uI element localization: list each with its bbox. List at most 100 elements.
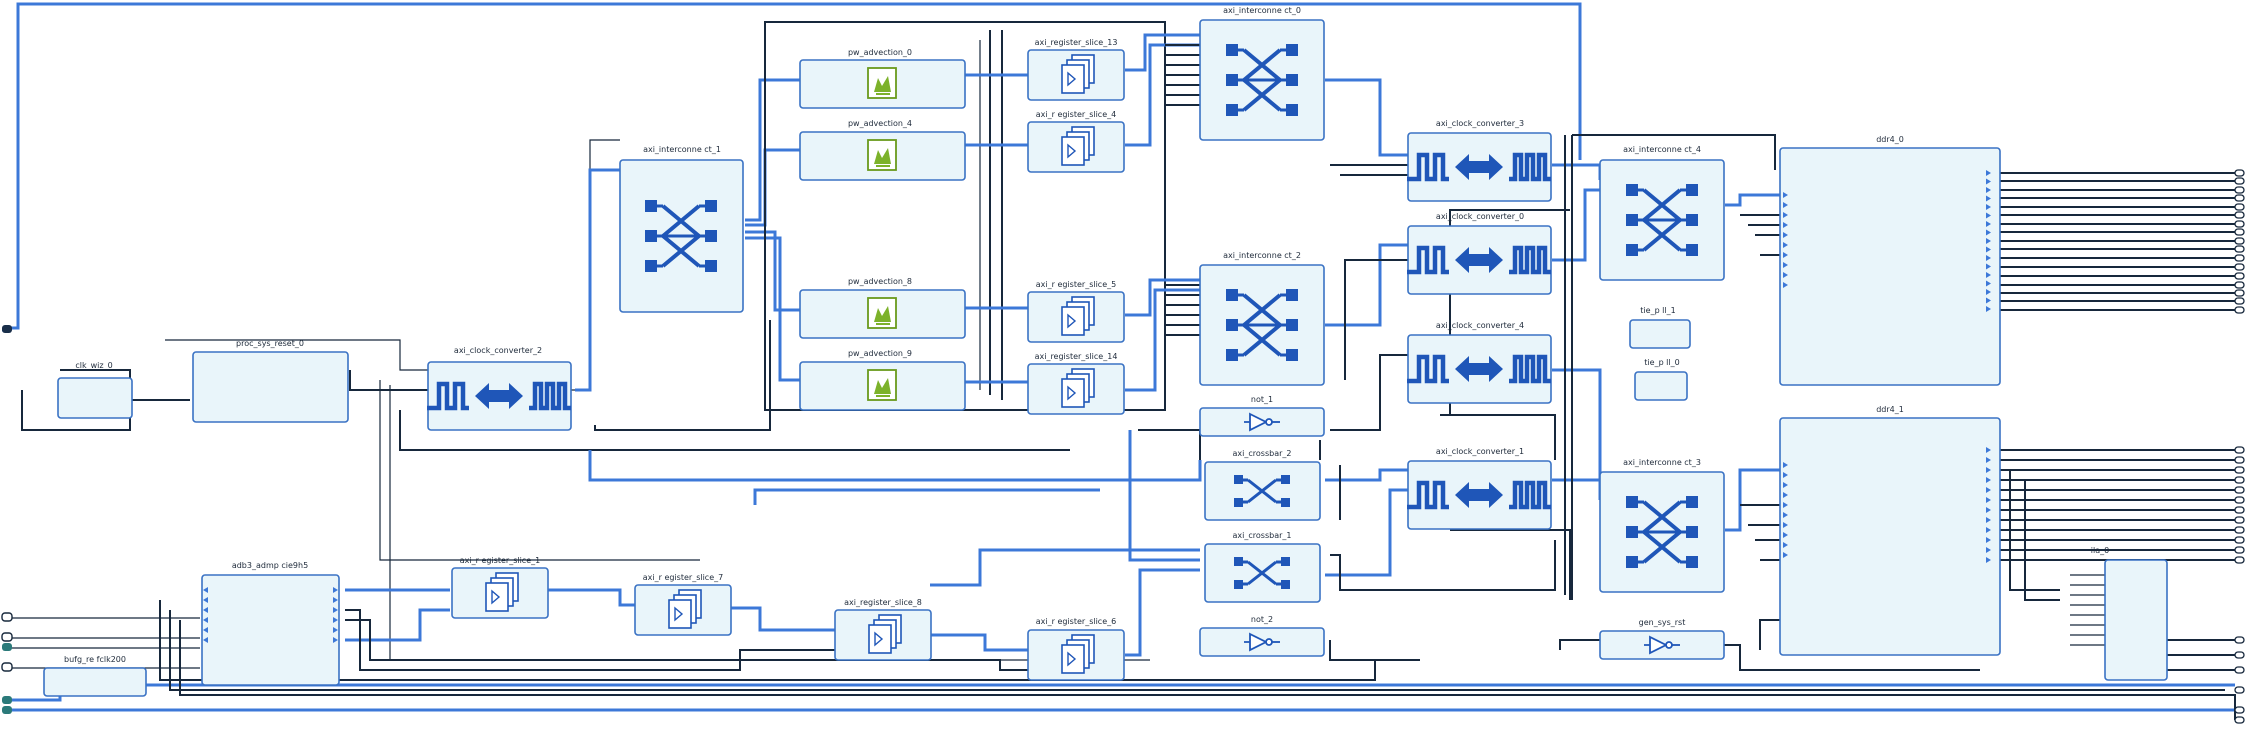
block-label: ila_0 — [2091, 546, 2109, 555]
block-label: axi_clock_converter_0 — [1436, 212, 1524, 221]
pin-marker — [203, 617, 208, 623]
block-axi-crossbar-2[interactable]: axi_crossbar_2 — [1204, 449, 1321, 521]
block-label: axi_register_slice_14 — [1035, 352, 1118, 361]
pin-marker — [1986, 255, 1991, 261]
block-not-1[interactable]: not_1 — [1199, 395, 1325, 437]
port-connector — [2234, 536, 2245, 544]
block-label: pw_advection_8 — [848, 277, 912, 286]
pin-marker — [1783, 272, 1788, 278]
register-slice-icon — [1061, 296, 1095, 336]
block-pw-advection-9[interactable]: pw_advection_9 — [799, 349, 966, 411]
block-pw-advection-0[interactable]: pw_advection_0 — [799, 48, 966, 109]
hls-logo-icon — [867, 369, 897, 401]
block-label: axi_crossbar_1 — [1233, 531, 1292, 540]
port-connector — [2234, 476, 2245, 484]
block-ila-0[interactable]: ila_0 — [2091, 546, 2168, 681]
register-slice-icon — [1061, 368, 1095, 408]
pin-marker — [1783, 522, 1788, 528]
block-tie-pll-1[interactable]: tie_p ll_1 — [1629, 306, 1691, 349]
block-label: proc_sys_reset_0 — [236, 339, 304, 348]
pin-marker — [1986, 229, 1991, 236]
port-connector — [2234, 556, 2245, 564]
block-label: axi_interconne ct_3 — [1623, 458, 1701, 467]
block-not-2[interactable]: not_2 — [1199, 615, 1325, 657]
block-axi-interconnect-2[interactable]: axi_interconne ct_2 — [1199, 251, 1325, 386]
block-axi-clock-converter-1[interactable]: axi_clock_converter_1 — [1407, 447, 1551, 530]
block-axi-clock-converter-3[interactable]: axi_clock_converter_3 — [1407, 119, 1551, 202]
block-axi-register-slice-8[interactable]: axi_register_slice_8 — [834, 598, 932, 661]
block-gen-sys-rst[interactable]: gen_sys_rst — [1599, 618, 1725, 660]
block-label: axi_register_slice_8 — [844, 598, 922, 607]
block-axi-register-slice-4[interactable]: axi_r egister_slice_4 — [1027, 110, 1125, 173]
pin-marker — [1986, 204, 1991, 210]
block-axi-register-slice-5[interactable]: axi_r egister_slice_5 — [1027, 280, 1125, 343]
block-axi-register-slice-14[interactable]: axi_register_slice_14 — [1027, 352, 1125, 415]
pin-marker — [1986, 447, 1991, 453]
port-connector — [2234, 237, 2245, 245]
block-axi-register-slice-13[interactable]: axi_register_slice_13 — [1027, 38, 1125, 101]
block-tie-pll-0[interactable]: tie_p ll_0 — [1634, 358, 1688, 401]
block-label: tie_p ll_0 — [1644, 358, 1679, 367]
hls-logo-icon — [867, 67, 897, 99]
pin-marker — [1986, 497, 1991, 503]
pin-marker — [1986, 221, 1991, 227]
pin-marker — [1986, 527, 1991, 533]
block-label: clk_wiz_0 — [75, 361, 112, 370]
block-label: axi_interconne ct_4 — [1623, 145, 1701, 154]
block-label: axi_r egister_slice_6 — [1036, 617, 1116, 626]
pin-marker — [1986, 212, 1991, 219]
port-connector — [2234, 254, 2245, 262]
pin-marker — [203, 627, 208, 633]
block-pw-advection-8[interactable]: pw_advection_8 — [799, 277, 966, 339]
block-axi-register-slice-6[interactable]: axi_r egister_slice_6 — [1027, 617, 1125, 681]
block-ddr4-1[interactable]: ddr4_1 — [1779, 405, 2001, 656]
pin-marker — [203, 587, 208, 593]
pin-marker — [1986, 547, 1991, 553]
register-slice-icon — [868, 614, 902, 654]
block-label: axi_r egister_slice_1 — [460, 556, 540, 565]
pin-marker — [1783, 492, 1788, 498]
pin-marker — [1986, 477, 1991, 483]
block-clk-wiz-0[interactable]: clk_wiz_0 — [57, 361, 133, 419]
pin-marker — [1783, 532, 1788, 538]
block-pins — [203, 170, 1991, 643]
block-label: axi_clock_converter_1 — [1436, 447, 1524, 456]
pin-marker — [1986, 187, 1991, 193]
port-connector — [2234, 177, 2245, 185]
block-bufg-refclk200[interactable]: bufg_re fclk200 — [43, 655, 147, 697]
block-axi-interconnect-3[interactable]: axi_interconne ct_3 — [1599, 458, 1725, 593]
port-connector — [2234, 666, 2245, 674]
pin-marker — [1986, 178, 1991, 185]
block-label: ddr4_0 — [1876, 135, 1904, 144]
port-connector — [2234, 486, 2245, 494]
block-pw-advection-4[interactable]: pw_advection_4 — [799, 119, 966, 181]
block-axi-register-slice-7[interactable]: axi_r egister_slice_7 — [634, 573, 732, 636]
block-axi-clock-converter-4[interactable]: axi_clock_converter_4 — [1407, 321, 1551, 404]
block-axi-interconnect-4[interactable]: axi_interconne ct_4 — [1599, 145, 1725, 281]
block-axi-interconnect-1[interactable]: axi_interconne ct_1 — [619, 145, 744, 313]
block-axi-clock-converter-0[interactable]: axi_clock_converter_0 — [1407, 212, 1551, 295]
hls-logo-icon — [867, 297, 897, 329]
register-slice-icon — [1061, 126, 1095, 166]
block-label: ddr4_1 — [1876, 405, 1904, 414]
port-connector — [2234, 272, 2245, 280]
block-axi-crossbar-1[interactable]: axi_crossbar_1 — [1204, 531, 1321, 603]
block-axi-clock-converter-2[interactable]: axi_clock_converter_2 — [427, 346, 571, 431]
port-connector — [2234, 203, 2245, 211]
block-adb3-admpcie9h5[interactable]: adb3_admp cie9h5 — [201, 561, 340, 686]
pin-marker — [203, 607, 208, 613]
block-proc-sys-reset-0[interactable]: proc_sys_reset_0 — [192, 339, 349, 423]
block-label: axi_r egister_slice_7 — [643, 573, 723, 582]
block-axi-interconnect-0[interactable]: axi_interconne ct_0 — [1199, 6, 1325, 141]
port-connector — [2234, 281, 2245, 289]
block-axi-register-slice-1[interactable]: axi_r egister_slice_1 — [451, 556, 549, 619]
block-ddr4-0[interactable]: ddr4_0 — [1779, 135, 2001, 386]
pin-marker — [1986, 557, 1991, 563]
port-connector — [2234, 456, 2245, 464]
block-label: tie_p ll_1 — [1640, 306, 1675, 315]
port-connector — [2234, 526, 2245, 534]
pin-marker — [1783, 222, 1788, 228]
connection-wires — [2, 2, 2236, 720]
pin-marker — [333, 597, 338, 603]
